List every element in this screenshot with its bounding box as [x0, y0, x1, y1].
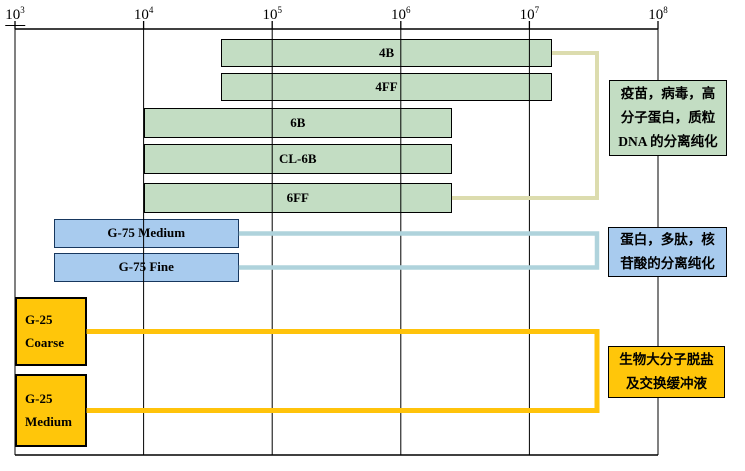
annotation-line: 疫苗，病毒，高 [620, 85, 716, 101]
bar-label-line: Coarse [25, 335, 64, 350]
x-tick-label-10e6: 106 [391, 5, 411, 24]
annotation-box-g25: 生物大分子脱盐及交换缓冲液 [608, 346, 725, 398]
annotation-line: 分子蛋白，质粒 [620, 109, 716, 125]
tick-base: 10 [262, 7, 278, 23]
tick-exponent: 3 [20, 5, 25, 15]
bar-label-line: G-25 [25, 311, 53, 327]
tick-exponent: 5 [277, 5, 282, 15]
annotation-box-g75: 蛋白，多肽，核苷酸的分离纯化 [608, 227, 727, 277]
tick-base: 10 [519, 7, 535, 23]
tick-exponent: 7 [534, 5, 540, 15]
annotation-line: 蛋白，多肽，核 [620, 231, 715, 247]
range-bar-g-75-medium: G-75 Medium [53, 219, 239, 248]
bar-label: G-75 Medium [107, 225, 186, 241]
annotation-line: 苷酸的分离纯化 [620, 256, 715, 271]
bar-label: 4FF [375, 78, 398, 94]
annotation-line: 及交换缓冲液 [626, 376, 707, 391]
bar-label: CL-6B [279, 150, 317, 166]
bar-label-line: G-25 [25, 390, 53, 406]
annotation-box-sepharose: 疫苗，病毒，高分子蛋白，质粒 DNA 的分离纯化 [609, 80, 727, 156]
range-bar-g-75-fine: G-75 Fine [53, 253, 239, 282]
bar-label-line: Medium [25, 414, 72, 429]
x-tick-label-10e5: 105 [262, 5, 282, 24]
bar-label: 4B [378, 44, 395, 60]
annotation-line: DNA 的分离纯化 [618, 134, 718, 150]
bar-label: 6FF [286, 189, 309, 205]
tick-base: 10 [133, 7, 149, 23]
bar-label: G-75 Fine [118, 259, 174, 275]
x-tick-label-10e8: 108 [648, 5, 668, 24]
tick-exponent: 4 [148, 5, 154, 15]
tick-exponent: 8 [663, 5, 668, 15]
bar-label: 6B [290, 114, 306, 130]
tick-base: 10 [648, 7, 664, 23]
tick-exponent: 6 [406, 5, 411, 15]
x-tick-label-10e4: 104 [133, 5, 154, 24]
x-tick-label-10e3: 103 [5, 5, 25, 26]
annotation-line: 生物大分子脱盐 [619, 351, 714, 367]
tick-base: 10 [5, 7, 21, 23]
x-tick-label-10e7: 107 [519, 5, 540, 24]
tick-base: 10 [391, 7, 407, 23]
